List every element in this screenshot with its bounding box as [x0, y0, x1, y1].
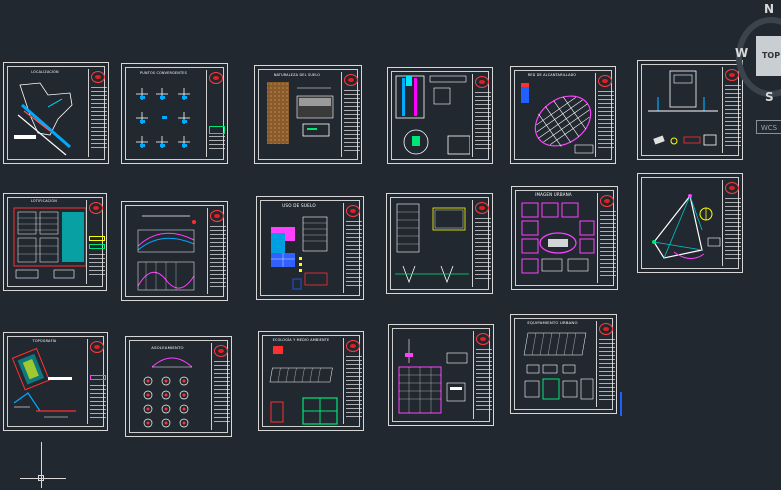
university-logo-icon: [214, 345, 228, 357]
university-logo-icon: [90, 341, 104, 353]
sheet-title: RED DE ALCANTARILLADO: [527, 73, 577, 77]
title-block: [343, 338, 364, 424]
sheet-title: LOCALIZACIÓN: [31, 70, 59, 74]
sheet-title: IMAGEN URBANA: [535, 192, 572, 197]
title-block: [596, 321, 617, 407]
layout-sheet-localizacion[interactable]: LOCALIZACIÓN: [3, 62, 109, 164]
layout-sheet-asoleamiento[interactable]: ASOLEAMIENTO: [125, 336, 232, 437]
sewer-network-plan: [521, 83, 594, 154]
layout-sheet-12[interactable]: [637, 173, 743, 273]
title-block: [343, 203, 364, 293]
sheet-title: USO DE SUELO: [282, 203, 316, 208]
sheet-title: NATURALEZA DEL SUELO: [273, 73, 321, 77]
sheet-title: TOPOGRAFÍA: [32, 339, 57, 343]
sheet-border: [7, 336, 104, 427]
compass-south-label[interactable]: S: [765, 90, 774, 104]
university-logo-icon: [600, 195, 614, 207]
layout-sheet-4[interactable]: [387, 67, 493, 164]
university-logo-icon: [89, 202, 103, 214]
title-block: [473, 331, 494, 419]
layout-sheet-8[interactable]: [121, 201, 228, 301]
ucs-icon-y-axis: [41, 442, 42, 488]
plan-drawing: [395, 75, 470, 155]
title-block: [87, 339, 108, 424]
urban-image-plan: [521, 202, 595, 274]
university-logo-icon: [346, 340, 360, 352]
layout-sheet-uso-de-suelo[interactable]: USO DE SUELO: [256, 196, 364, 300]
title-block: [88, 69, 109, 157]
title-block: [206, 70, 227, 157]
ecology-plan: [269, 346, 338, 425]
location-map: [14, 82, 73, 156]
layout-sheet-naturaleza-del-suelo[interactable]: NATURALEZA DEL SUELO: [254, 65, 362, 164]
university-logo-icon: [344, 74, 358, 86]
compass-north-label[interactable]: N: [764, 2, 775, 16]
title-block: [595, 73, 616, 157]
lot-subdivision-plan: [13, 207, 87, 279]
section-detail: [648, 70, 718, 146]
layout-sheet-imagen-urbana[interactable]: IMAGEN URBANA: [511, 186, 618, 290]
ucs-icon-origin: [38, 475, 44, 481]
title-block: [472, 74, 493, 157]
topography-plan: [11, 347, 76, 418]
urban-equipment-plan: [523, 332, 594, 400]
title-block: [86, 200, 107, 284]
points-diagram: [136, 88, 190, 148]
land-use-plan: [271, 216, 328, 290]
university-logo-icon: [91, 71, 105, 83]
soil-profile: [267, 82, 334, 144]
elevations-drawing: [395, 203, 469, 284]
viewcube[interactable]: N W S TOP WCS: [732, 2, 781, 134]
title-block: [597, 193, 618, 283]
layout-sheet-red-de-alcantarillado[interactable]: RED DE ALCANTARILLADO: [510, 66, 616, 164]
university-logo-icon: [475, 76, 489, 88]
sheet-title: ECOLOGÍA Y MEDIO AMBIENTE: [272, 338, 330, 342]
university-logo-icon: [725, 69, 739, 81]
sheet-border: [7, 197, 103, 287]
sun-path-diagrams: [143, 357, 193, 428]
layout-sheet-10[interactable]: [386, 193, 493, 294]
layout-sheet-16[interactable]: [388, 324, 494, 426]
title-block: [722, 180, 743, 266]
title-block: [211, 343, 232, 430]
university-logo-icon: [346, 205, 360, 217]
sheet-border: [125, 67, 224, 160]
viewcube-top-face[interactable]: TOP: [756, 36, 781, 76]
layout-sheet-6[interactable]: [637, 60, 743, 160]
blue-polyline-segment: [620, 392, 622, 416]
university-logo-icon: [476, 333, 490, 345]
site-analysis-diagram: [652, 194, 721, 259]
layout-sheet-ecologia-medio-ambiente[interactable]: ECOLOGÍA Y MEDIO AMBIENTE: [258, 331, 364, 431]
university-logo-icon: [598, 75, 612, 87]
university-logo-icon: [725, 182, 739, 194]
graphs-drawing: [137, 215, 196, 291]
wcs-menu-button[interactable]: WCS: [756, 120, 781, 134]
university-logo-icon: [209, 72, 223, 84]
university-logo-icon: [599, 323, 613, 335]
sheet-title: LOTIFICACIÓN: [30, 199, 58, 203]
university-logo-icon: [475, 202, 489, 214]
layout-sheet-equipamiento-urbano[interactable]: EQUIPAMIENTO URBANO: [510, 314, 617, 414]
layout-sheet-lotificacion[interactable]: LOTIFICACIÓN: [3, 193, 107, 291]
layout-sheet-puntos-convergentes[interactable]: PUNTOS CONVERGENTES: [121, 63, 228, 164]
compass-ring[interactable]: [736, 17, 781, 97]
sheet-title: EQUIPAMIENTO URBANO: [527, 320, 578, 325]
title-block: [341, 72, 362, 157]
title-block: [472, 200, 493, 287]
facades-drawing: [398, 339, 468, 414]
title-block: [207, 208, 228, 294]
title-block: [722, 67, 743, 153]
layout-sheet-topografia[interactable]: TOPOGRAFÍA: [3, 332, 108, 431]
sheet-title: PUNTOS CONVERGENTES: [140, 71, 187, 75]
compass-west-label[interactable]: W: [735, 46, 749, 60]
sheet-title: ASOLEAMIENTO: [151, 345, 184, 350]
university-logo-icon: [210, 210, 224, 222]
